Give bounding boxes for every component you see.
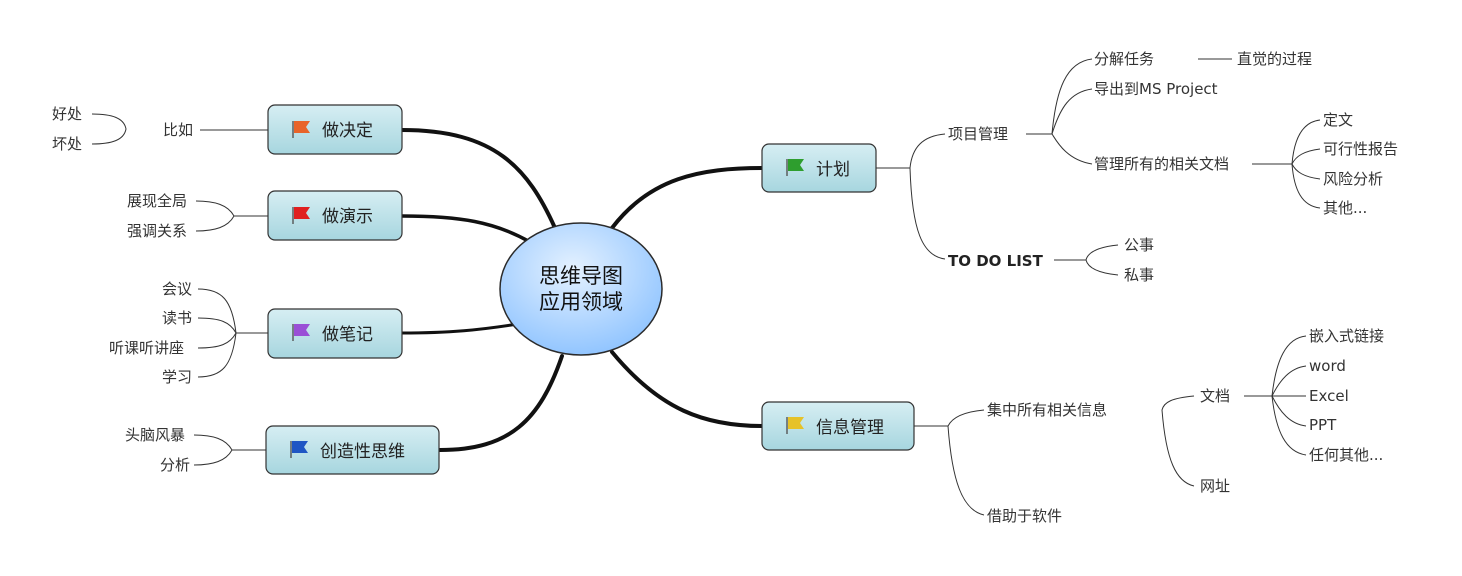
branch-info (610, 350, 764, 428)
subtopic-software[interactable]: 借助于软件 (987, 507, 1062, 525)
present-subtopics: 展现全局 强调关系 (127, 192, 187, 240)
leaf-any-other[interactable]: 任何其他... (1309, 446, 1383, 464)
leaf-doc-define[interactable]: 定文 (1323, 111, 1353, 129)
main-branches (400, 128, 764, 452)
branch-present (400, 214, 532, 244)
leaf-study[interactable]: 学习 (162, 368, 192, 386)
leaf-lecture[interactable]: 听课听讲座 (109, 339, 184, 357)
subtopic-example[interactable]: 比如 (163, 121, 193, 139)
flag-icon (290, 441, 308, 458)
branch-creative (438, 354, 564, 452)
topic-info-label: 信息管理 (816, 418, 884, 438)
central-topic[interactable]: 思维导图 应用领域 (499, 222, 663, 356)
branch-decide (400, 128, 557, 230)
leaf-doc-feasibility[interactable]: 可行性报告 (1323, 140, 1398, 158)
flag-icon (292, 207, 310, 224)
subtopic-todo-list[interactable]: TO DO LIST (948, 252, 1044, 270)
leaf-overview[interactable]: 展现全局 (127, 192, 187, 210)
notes-subtopics: 会议 读书 听课听讲座 学习 (109, 280, 192, 386)
topic-creative[interactable]: 创造性思维 (265, 425, 440, 475)
central-topic-line1: 思维导图 (539, 264, 623, 288)
flag-icon (292, 121, 310, 138)
leaf-reading[interactable]: 读书 (162, 309, 192, 327)
decide-subtopics: 比如 好处 坏处 (52, 105, 193, 153)
topic-notes-label: 做笔记 (322, 325, 373, 345)
leaf-word[interactable]: word (1309, 357, 1346, 375)
leaf-analysis[interactable]: 分析 (160, 456, 190, 474)
topic-creative-label: 创造性思维 (320, 442, 405, 462)
leaf-url[interactable]: 网址 (1200, 477, 1230, 495)
topic-plan[interactable]: 计划 (761, 143, 877, 193)
leaf-export[interactable]: 导出到MS Project (1094, 80, 1218, 98)
subtopic-project-management[interactable]: 项目管理 (948, 125, 1008, 143)
creative-subtopics: 头脑风暴 分析 (125, 426, 190, 474)
leaf-breakdown[interactable]: 分解任务 (1094, 50, 1154, 68)
leaf-pros[interactable]: 好处 (52, 105, 82, 123)
leaf-intuition[interactable]: 直觉的过程 (1237, 50, 1312, 68)
flag-icon (786, 417, 804, 434)
leaf-doc-other[interactable]: 其他... (1323, 199, 1367, 217)
subtopic-gather-info[interactable]: 集中所有相关信息 (987, 401, 1107, 419)
flag-icon (292, 324, 310, 341)
leaf-ppt[interactable]: PPT (1309, 416, 1337, 434)
branch-notes (400, 322, 520, 335)
topic-notes[interactable]: 做笔记 (267, 308, 403, 359)
leaf-brainstorm[interactable]: 头脑风暴 (125, 426, 185, 444)
leaf-excel[interactable]: Excel (1309, 387, 1349, 405)
flag-icon (786, 159, 804, 176)
leaf-cons[interactable]: 坏处 (52, 135, 82, 153)
leaf-embedded-links[interactable]: 嵌入式链接 (1309, 327, 1384, 345)
topic-present[interactable]: 做演示 (267, 190, 403, 241)
topic-present-label: 做演示 (322, 207, 373, 227)
info-subtopics: 集中所有相关信息 文档 嵌入式链接 word Excel PPT 任何其他...… (987, 327, 1384, 525)
leaf-relations[interactable]: 强调关系 (127, 222, 187, 240)
leaf-work[interactable]: 公事 (1124, 236, 1154, 254)
sub-branches (91, 58, 1321, 516)
plan-subtopics: 项目管理 分解任务 直觉的过程 导出到MS Project 管理所有的相关文档 … (948, 50, 1398, 284)
topic-plan-label: 计划 (816, 160, 850, 180)
leaf-documents[interactable]: 文档 (1200, 387, 1230, 405)
branch-plan (610, 166, 764, 230)
topic-decide[interactable]: 做决定 (267, 104, 403, 155)
topic-decide-label: 做决定 (322, 121, 373, 141)
leaf-private[interactable]: 私事 (1124, 266, 1154, 284)
leaf-doc-risk[interactable]: 风险分析 (1323, 170, 1383, 188)
topic-info[interactable]: 信息管理 (761, 401, 915, 451)
central-topic-line2: 应用领域 (539, 290, 623, 314)
leaf-meeting[interactable]: 会议 (162, 280, 192, 298)
leaf-manage-docs[interactable]: 管理所有的相关文档 (1094, 155, 1229, 173)
